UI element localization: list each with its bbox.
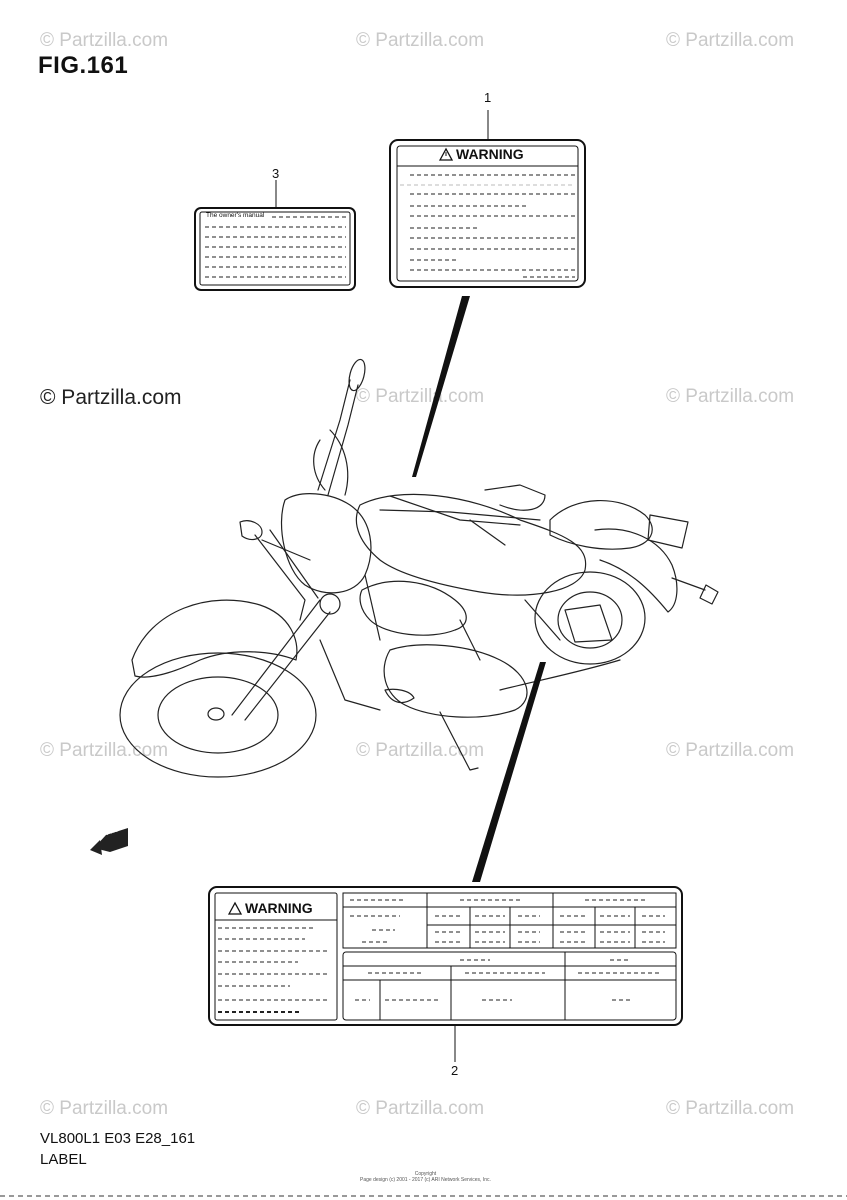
watermark: © Partzilla.com bbox=[666, 1098, 795, 1119]
copyright-line: Copyright bbox=[414, 1171, 437, 1177]
figure-title: FIG.161 bbox=[38, 52, 129, 79]
watermark: © Partzilla.com bbox=[666, 740, 795, 761]
callout-number: 2 bbox=[451, 1063, 459, 1078]
motorcycle-illustration bbox=[119, 358, 719, 778]
warning-label-1[interactable] bbox=[389, 139, 586, 288]
footer-section-label: LABEL bbox=[40, 1151, 87, 1168]
callout-number: 1 bbox=[484, 90, 492, 105]
watermark: © Partzilla.com bbox=[40, 30, 169, 51]
watermark: © Partzilla.com bbox=[40, 1098, 169, 1119]
leader-line-2 bbox=[472, 662, 546, 882]
watermark: © Partzilla.com bbox=[40, 740, 169, 761]
owners-manual-text: The owner's manual bbox=[206, 212, 265, 219]
warning-triangle-icon bbox=[438, 147, 454, 161]
warning-label-2[interactable] bbox=[208, 886, 683, 1026]
fwd-arrow-icon bbox=[90, 828, 128, 855]
copyright-line: Page design (c) 2001 - 2017 (c) ARI Netw… bbox=[360, 1177, 491, 1183]
watermark: © Partzilla.com bbox=[666, 30, 795, 51]
watermark: © Partzilla.com bbox=[356, 1098, 485, 1119]
footer-model-code: VL800L1 E03 E28_161 bbox=[40, 1130, 196, 1147]
watermark: © Partzilla.com bbox=[356, 386, 485, 407]
warning-label-1-title: WARNING bbox=[456, 146, 524, 162]
owners-manual-label[interactable] bbox=[194, 207, 356, 291]
leader-line-1 bbox=[412, 296, 470, 477]
warning-label-2-title: WARNING bbox=[245, 900, 313, 916]
watermark: © Partzilla.com bbox=[666, 386, 795, 407]
watermark: © Partzilla.com bbox=[356, 740, 485, 761]
watermark: © Partzilla.com bbox=[356, 30, 485, 51]
callout-number: 3 bbox=[272, 166, 280, 181]
warning-triangle-icon bbox=[227, 901, 243, 915]
footer-copyright: Copyright Page design (c) 2001 - 2017 (c… bbox=[360, 1171, 491, 1183]
watermark-main: © Partzilla.com bbox=[40, 386, 182, 409]
